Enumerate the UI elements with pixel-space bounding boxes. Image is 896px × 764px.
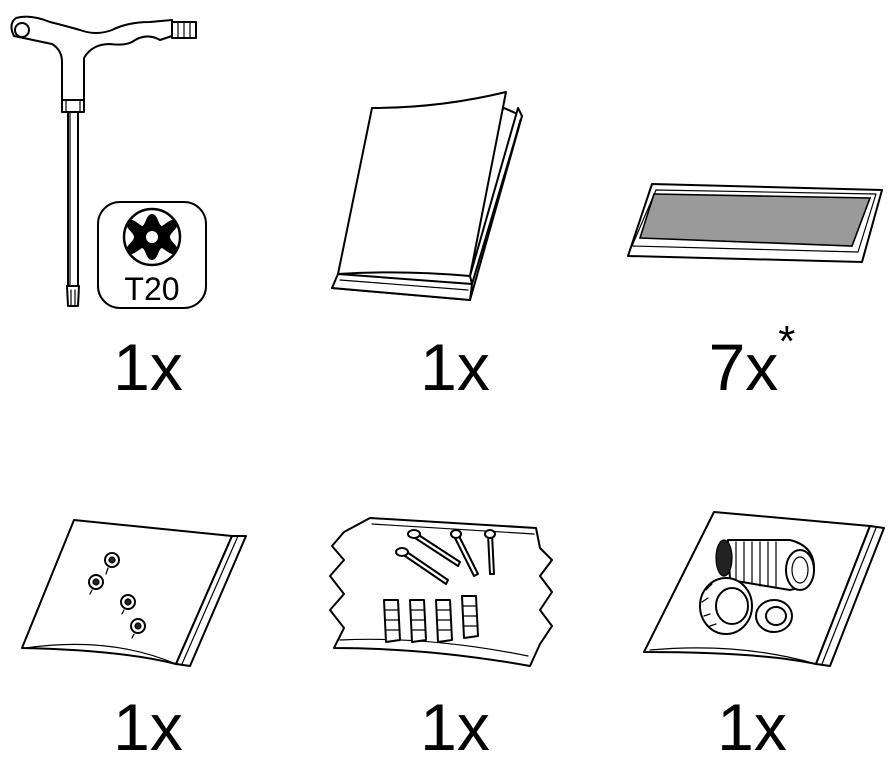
footnote-asterisk: * [778,317,796,366]
cable-gland-icon [715,539,815,591]
wall-plugs-bag-illustration [329,517,553,667]
quantity-label-manual: 1x [420,330,490,404]
screw-icon [395,529,496,585]
small-screw-icon [88,552,146,639]
quantity-label-wall-plugs-bag: 1x [420,690,490,764]
screws-bag-illustration [21,519,247,667]
quantity-label-screws-bag: 1x [113,690,183,764]
quantity-label-torx-key: 1x [113,330,183,404]
torx-key-illustration [10,15,197,307]
gland-nut-icon [699,577,753,635]
cable-glands-bag-illustration [643,511,885,667]
torx-t20-symbol: T20 [97,201,207,309]
torx-size-label: T20 [124,271,179,307]
wall-plug-icon [383,595,479,643]
quantity-label-cable-glands-bag: 1x [717,690,787,764]
seal-ring-icon [755,599,793,633]
pad-illustration [627,183,883,263]
manual-illustration [331,91,523,301]
quantity-label-pad: 7x* [708,317,796,404]
